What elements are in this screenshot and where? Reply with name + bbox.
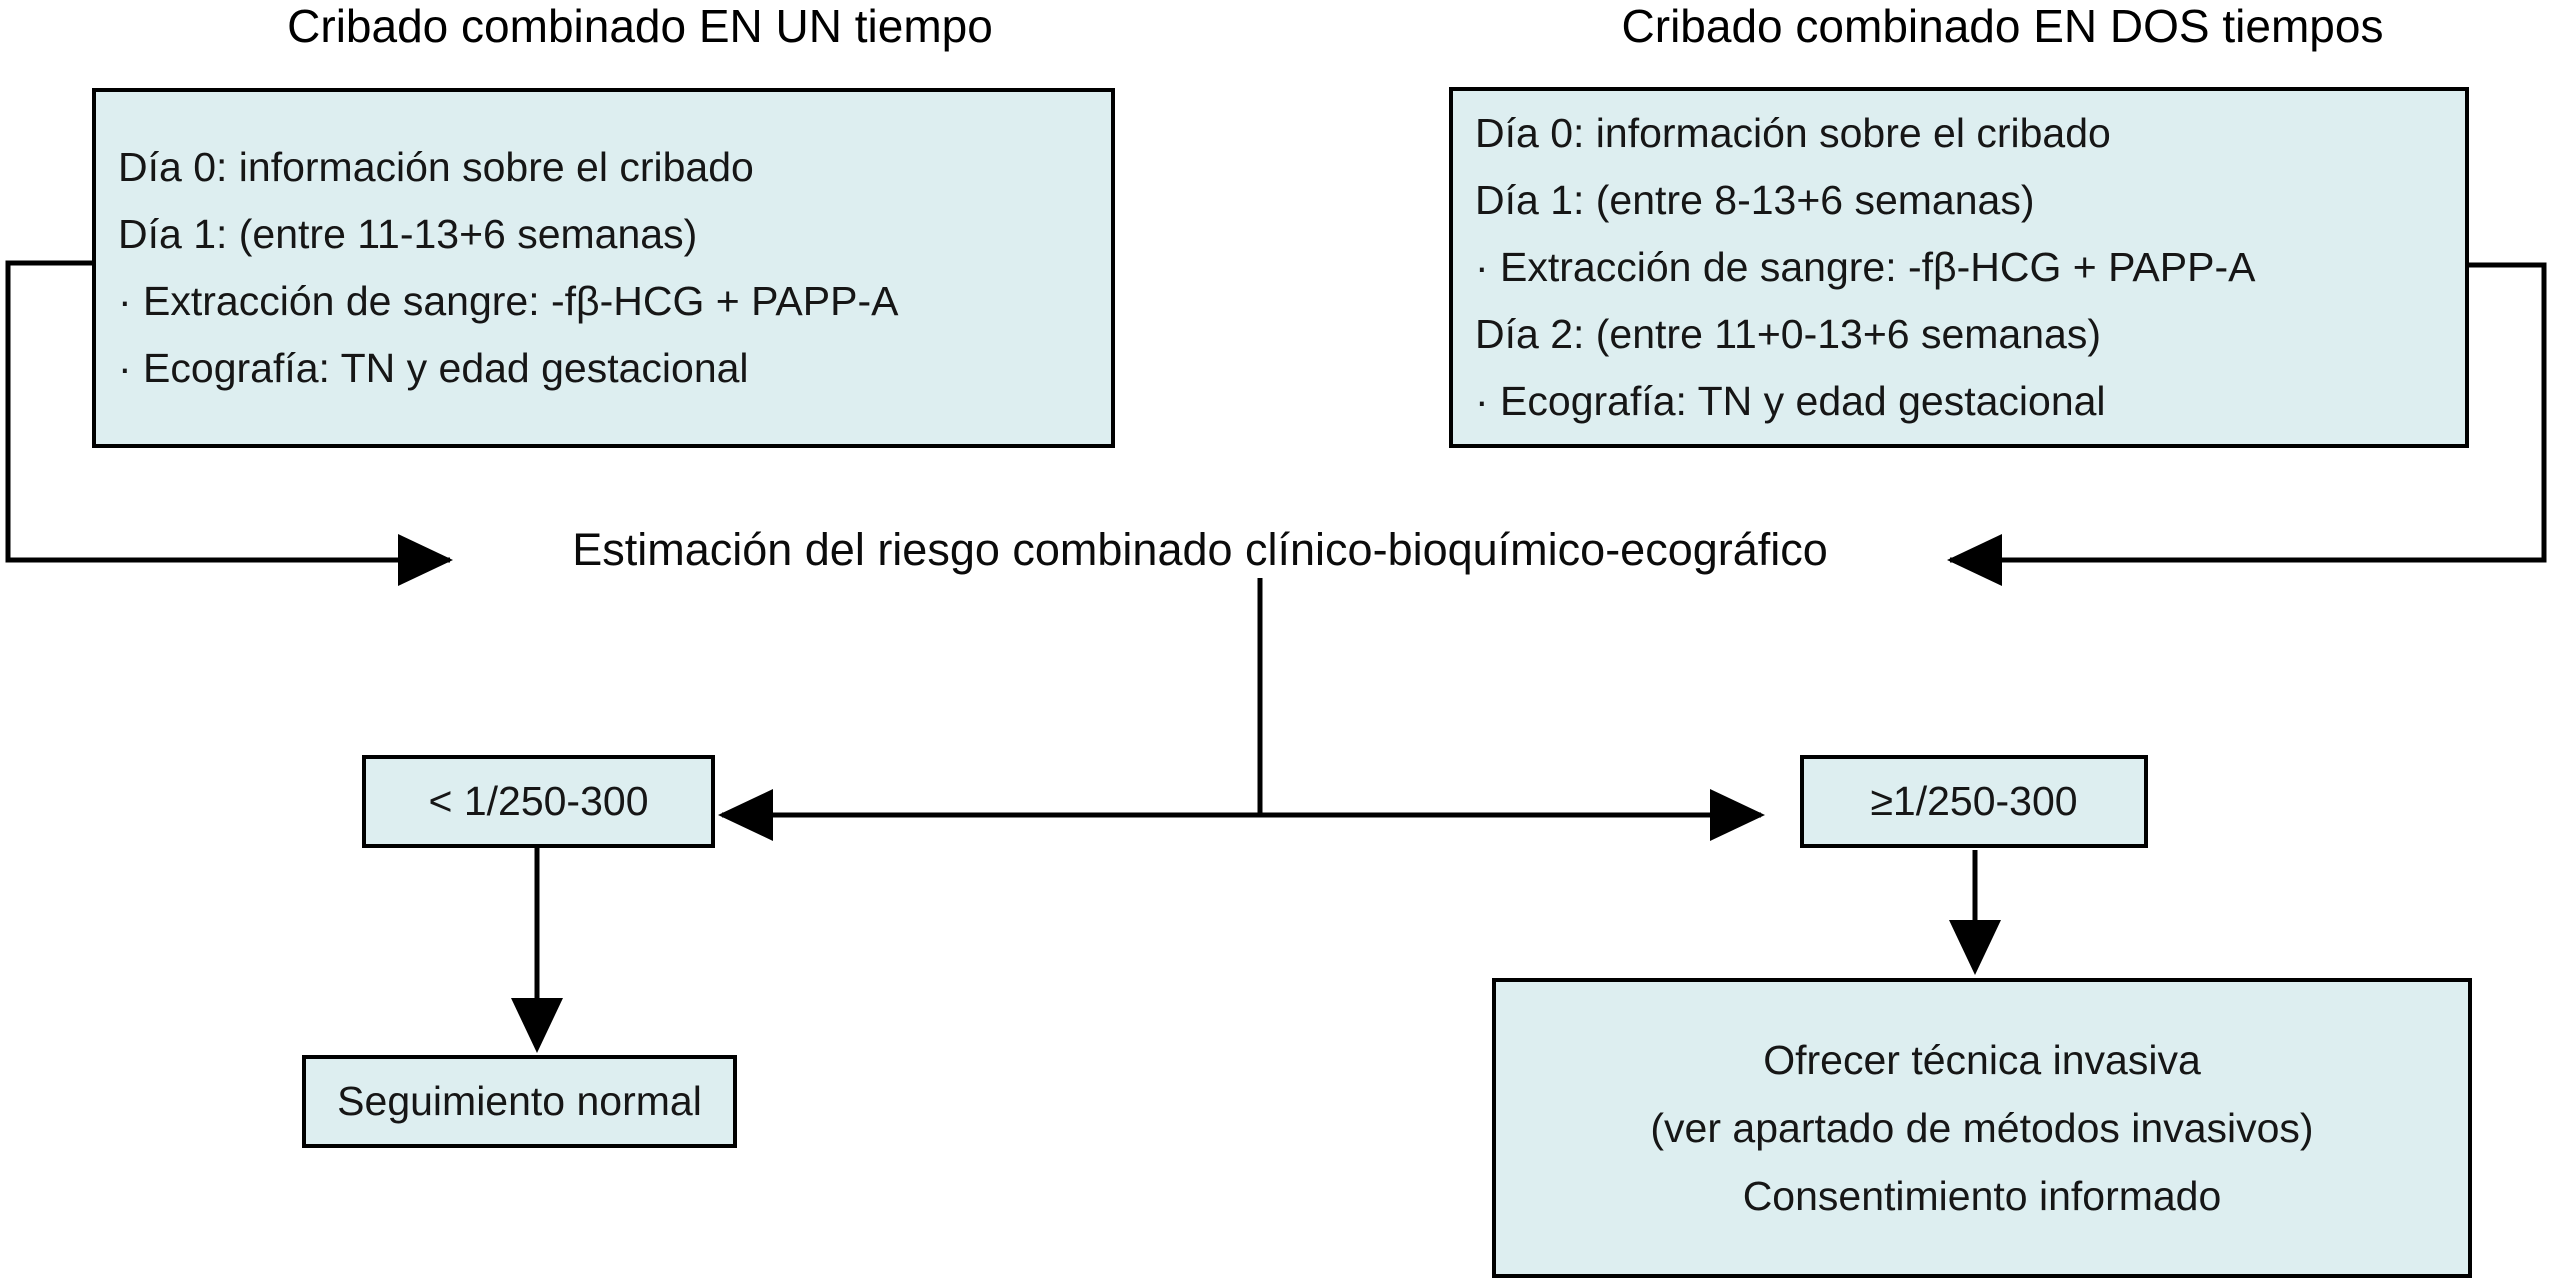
low-risk-box: < 1/250-300	[362, 755, 715, 848]
box-line: Ofrecer técnica invasiva	[1763, 1037, 2201, 1083]
high-risk-box: ≥1/250-300	[1800, 755, 2148, 848]
arrowhead-right-icon	[398, 534, 453, 586]
box-line: Día 1: (entre 11-13+6 semanas)	[118, 211, 698, 257]
box-line: · Ecografía: TN y edad gestacional	[1475, 378, 2106, 424]
normal-followup-box: Seguimiento normal	[302, 1055, 737, 1148]
box-line: Día 0: información sobre el cribado	[1475, 110, 2111, 156]
left-branch-title: Cribado combinado EN UN tiempo	[287, 0, 993, 52]
box-line: Día 0: información sobre el cribado	[118, 144, 754, 190]
box-line: Día 1: (entre 8-13+6 semanas)	[1475, 177, 2035, 223]
estimation-label: Estimación del riesgo combinado clínico-…	[572, 524, 1828, 575]
two-step-screening-box: Día 0: información sobre el cribado Día …	[1449, 87, 2469, 448]
arrowhead-left-icon	[718, 789, 773, 841]
box-line: · Extracción de sangre: -fβ-HCG + PAPP-A	[1475, 244, 2256, 290]
connector-left-branch	[5, 260, 450, 563]
box-line: Día 2: (entre 11+0-13+6 semanas)	[1475, 311, 2101, 357]
arrowhead-down-icon	[511, 998, 563, 1053]
one-step-screening-box: Día 0: información sobre el cribado Día …	[92, 88, 1115, 448]
box-line: Consentimiento informado	[1742, 1173, 2222, 1219]
arrowhead-right-icon	[1710, 789, 1765, 841]
right-branch-title: Cribado combinado EN DOS tiempos	[1621, 0, 2384, 52]
box-line: · Ecografía: TN y edad gestacional	[118, 345, 749, 391]
box-line: (ver apartado de métodos invasivos)	[1650, 1105, 2314, 1151]
connector-right-branch	[1950, 262, 2547, 563]
invasive-technique-box: Ofrecer técnica invasiva (ver apartado d…	[1492, 978, 2472, 1278]
box-line: · Extracción de sangre: -fβ-HCG + PAPP-A	[118, 278, 899, 324]
arrowhead-down-icon	[1949, 920, 2001, 975]
arrowhead-left-icon	[1947, 534, 2002, 586]
